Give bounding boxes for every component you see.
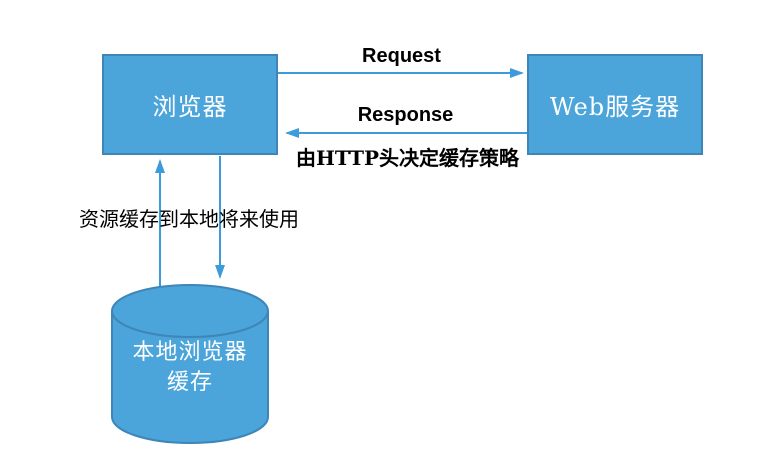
- local-cache-label-line1: 本地浏览器: [132, 340, 248, 365]
- request-arrow-label: Request: [362, 45, 441, 67]
- browser-node-label: 浏览器: [152, 93, 228, 121]
- web-server-node-label: Web服务器: [549, 93, 681, 121]
- local-cache-usage-note: 资源缓存到本地将来使用: [79, 207, 299, 231]
- local-cache-label: 本地浏览器 缓存: [110, 338, 270, 398]
- web-server-node: Web服务器: [527, 54, 703, 155]
- http-cache-policy-note: 由HTTP头决定缓存策略: [296, 146, 519, 170]
- cylinder-top: [111, 284, 269, 338]
- local-cache-cylinder: [111, 284, 269, 444]
- local-cache-label-line2: 缓存: [166, 370, 213, 395]
- browser-node: 浏览器: [102, 54, 278, 155]
- response-arrow-label: Response: [357, 104, 454, 126]
- cylinder-body: [111, 311, 269, 444]
